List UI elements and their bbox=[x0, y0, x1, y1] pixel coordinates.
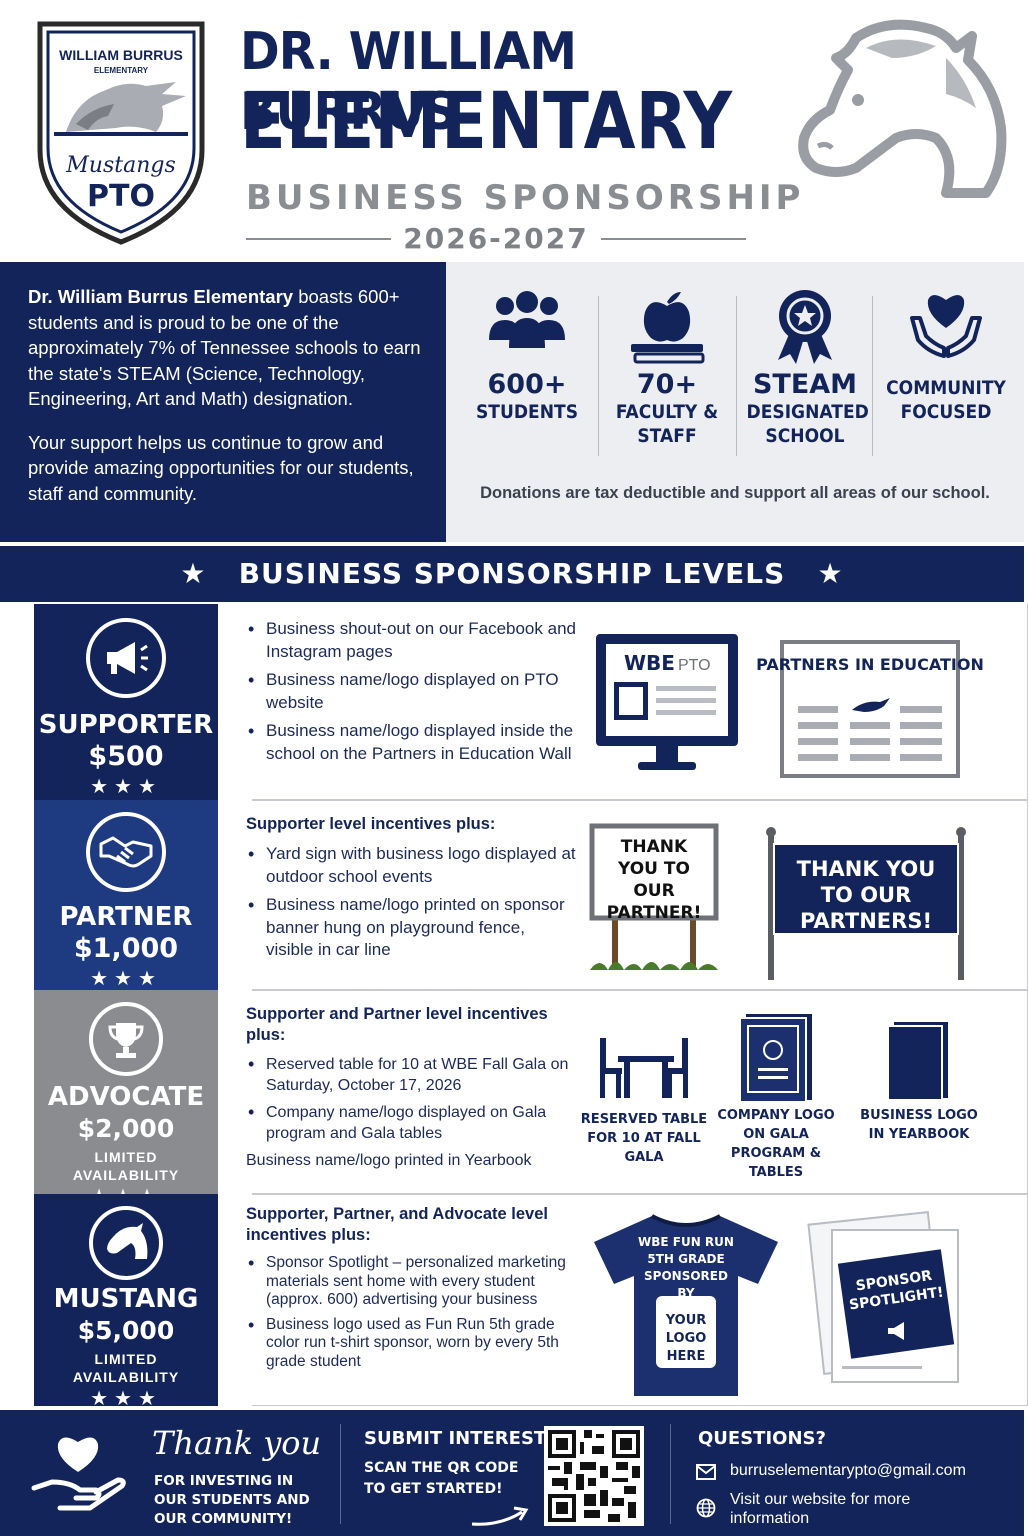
divider-line bbox=[601, 238, 746, 240]
graphic-caption: BUSINESS LOGO IN YEARBOOK bbox=[860, 1108, 978, 1142]
divider-line bbox=[246, 238, 391, 240]
gala-program-icon bbox=[739, 1014, 812, 1103]
graphic-caption: RESERVED TABLE FOR 10 AT FALL GALA bbox=[580, 1112, 708, 1165]
level-mustang: MUSTANG $5,000 LIMITED AVAILABILITY ★★★ … bbox=[34, 1194, 1028, 1410]
star-icon: ★ bbox=[180, 557, 207, 590]
benefit-item: Business name/logo displayed inside the … bbox=[246, 720, 576, 765]
trophy-icon bbox=[89, 1002, 163, 1076]
stars-rating: ★★★ bbox=[90, 1388, 162, 1410]
reserved-table-icon bbox=[600, 1038, 688, 1098]
benefit-item: Company name/logo displayed on Gala prog… bbox=[246, 1102, 576, 1144]
submit-interest-title: SUBMIT INTEREST bbox=[364, 1428, 547, 1449]
stat-students: 600+ STUDENTS bbox=[462, 288, 592, 424]
star-icon: ★ bbox=[817, 557, 844, 590]
benefit-item: Business name/logo printed on sponsor ba… bbox=[246, 894, 576, 962]
level-supporter: SUPPORTER $500 ★★★ Business shout-out on… bbox=[34, 604, 1028, 800]
benefit-item: Reserved table for 10 at WBE Fall Gala o… bbox=[246, 1054, 576, 1096]
benefit-item: Business name/logo printed in Yearbook bbox=[246, 1152, 532, 1169]
thank-you-subtext: FOR INVESTING IN OUR STUDENTS AND OUR CO… bbox=[154, 1473, 310, 1527]
svg-text:PTO: PTO bbox=[678, 657, 711, 674]
stat-divider bbox=[736, 296, 737, 456]
school-title-line2: ELEMENTARY bbox=[240, 77, 733, 167]
questions-title: QUESTIONS? bbox=[698, 1428, 826, 1449]
level-badge: PARTNER $1,000 ★★★ bbox=[34, 800, 218, 990]
submit-interest-subtext: SCAN THE QR CODE TO GET STARTED! bbox=[364, 1460, 519, 1497]
heart-in-hand-icon bbox=[31, 1437, 126, 1511]
benefit-item: Business name/logo displayed on PTO webs… bbox=[246, 669, 576, 714]
website-link[interactable]: Visit our website for more information bbox=[730, 1491, 911, 1527]
school-year: 2026-2027 bbox=[403, 222, 589, 255]
level-advocate: ADVOCATE $2,000 LIMITED AVAILABILITY ★★★… bbox=[34, 990, 1028, 1208]
level-badge: SUPPORTER $500 ★★★ bbox=[34, 604, 218, 800]
mustang-horse-icon bbox=[798, 19, 1007, 198]
level-partner: PARTNER $1,000 ★★★ Supporter level incen… bbox=[34, 800, 1028, 990]
yearbook-icon bbox=[887, 1022, 948, 1101]
donations-note: Donations are tax deductible and support… bbox=[480, 484, 990, 502]
level-badge: MUSTANG $5,000 LIMITED AVAILABILITY ★★★ bbox=[34, 1194, 218, 1410]
page-header: WILLIAM BURRUS ELEMENTARY Mustangs PTO D… bbox=[0, 0, 1024, 262]
heart-hands-icon bbox=[910, 295, 982, 358]
school-title-line1: DR. WILLIAM BURRUS bbox=[240, 22, 577, 142]
svg-text:ELEMENTARY: ELEMENTARY bbox=[94, 66, 149, 75]
level-badge: ADVOCATE $2,000 LIMITED AVAILABILITY ★★★ bbox=[34, 990, 218, 1208]
page-footer: Thank you FOR INVESTING IN OUR STUDENTS … bbox=[0, 1410, 1024, 1536]
crest-top-text: WILLIAM BURRUS bbox=[59, 47, 183, 63]
benefit-item: Sponsor Spotlight – personalized marketi… bbox=[246, 1254, 576, 1310]
email-icon bbox=[696, 1464, 716, 1480]
yard-sign-graphic: THANK YOU TO OUR PARTNER! bbox=[589, 823, 719, 970]
footer-divider bbox=[340, 1424, 341, 1524]
sponsorship-levels-heading: ★ BUSINESS SPONSORSHIP LEVELS ★ bbox=[0, 546, 1024, 602]
graphic-caption: COMPANY LOGO ON GALA PROGRAM & TABLES bbox=[717, 1108, 835, 1180]
apple-books-icon bbox=[631, 292, 705, 364]
megaphone-icon bbox=[86, 618, 166, 698]
fun-run-tshirt-graphic: WBE FUN RUN 5TH GRADE SPONSORED BY YOUR … bbox=[594, 1214, 778, 1396]
year-row: 2026-2027 bbox=[246, 222, 746, 256]
arrow-right-icon bbox=[471, 1506, 529, 1526]
benefit-item: Yard sign with business logo displayed a… bbox=[246, 843, 576, 888]
level-description: Supporter level incentives plus: Yard si… bbox=[246, 814, 576, 962]
website-monitor-graphic: WBE PTO bbox=[596, 634, 738, 770]
partners-wall-graphic: PARTNERS IN EDUCATION bbox=[756, 640, 984, 778]
level-description: Supporter, Partner, and Advocate level i… bbox=[246, 1204, 576, 1371]
benefit-item: Business shout-out on our Facebook and I… bbox=[246, 618, 576, 663]
sponsor-spotlight-flyer-graphic: SPONSOR SPOTLIGHT! bbox=[807, 1211, 959, 1383]
stars-rating: ★★★ bbox=[90, 776, 162, 798]
svg-text:PARTNERS IN EDUCATION: PARTNERS IN EDUCATION bbox=[756, 655, 984, 674]
page-subtitle: BUSINESS SPONSORSHIP bbox=[246, 178, 805, 218]
contact-email[interactable]: burruselementarypto@gmail.com bbox=[730, 1462, 966, 1479]
thank-you-script: Thank you bbox=[152, 1424, 322, 1462]
stat-divider bbox=[872, 296, 873, 456]
stat-community: COMMUNITY FOCUSED bbox=[876, 288, 1016, 424]
award-ribbon-icon bbox=[778, 290, 832, 364]
crest-pto: PTO bbox=[87, 179, 155, 214]
support-paragraph: Your support helps us continue to grow a… bbox=[28, 431, 414, 504]
fence-banner-graphic: THANK YOU TO OUR PARTNERS! bbox=[766, 827, 966, 980]
benefit-item: Business logo used as Fun Run 5th grade … bbox=[246, 1316, 576, 1372]
stat-faculty: 70+ FACULTY & STAFF bbox=[602, 288, 732, 448]
handshake-icon bbox=[86, 812, 166, 892]
footer-divider bbox=[670, 1424, 671, 1524]
horse-icon bbox=[89, 1206, 163, 1280]
level-description: Business shout-out on our Facebook and I… bbox=[246, 618, 576, 765]
stat-divider bbox=[598, 296, 599, 456]
intro-paragraph: Dr. William Burrus Elementary boasts 600… bbox=[28, 286, 421, 409]
people-icon bbox=[489, 291, 565, 348]
crest-script: Mustangs bbox=[65, 153, 175, 178]
globe-icon bbox=[696, 1498, 716, 1518]
stars-rating: ★★★ bbox=[90, 968, 162, 990]
stat-steam: STEAM DESIGNATED SCHOOL bbox=[740, 288, 870, 448]
level-description: Supporter and Partner level incentives p… bbox=[246, 1004, 576, 1171]
school-intro-panel: Dr. William Burrus Elementary boasts 600… bbox=[0, 262, 446, 542]
pto-crest-logo: WILLIAM BURRUS ELEMENTARY Mustangs PTO bbox=[37, 21, 205, 245]
qr-code[interactable] bbox=[544, 1426, 644, 1526]
school-stats-panel: 600+ STUDENTS 70+ FACULTY & STAFF STEAM … bbox=[446, 262, 1024, 542]
svg-text:WBE: WBE bbox=[624, 651, 675, 675]
